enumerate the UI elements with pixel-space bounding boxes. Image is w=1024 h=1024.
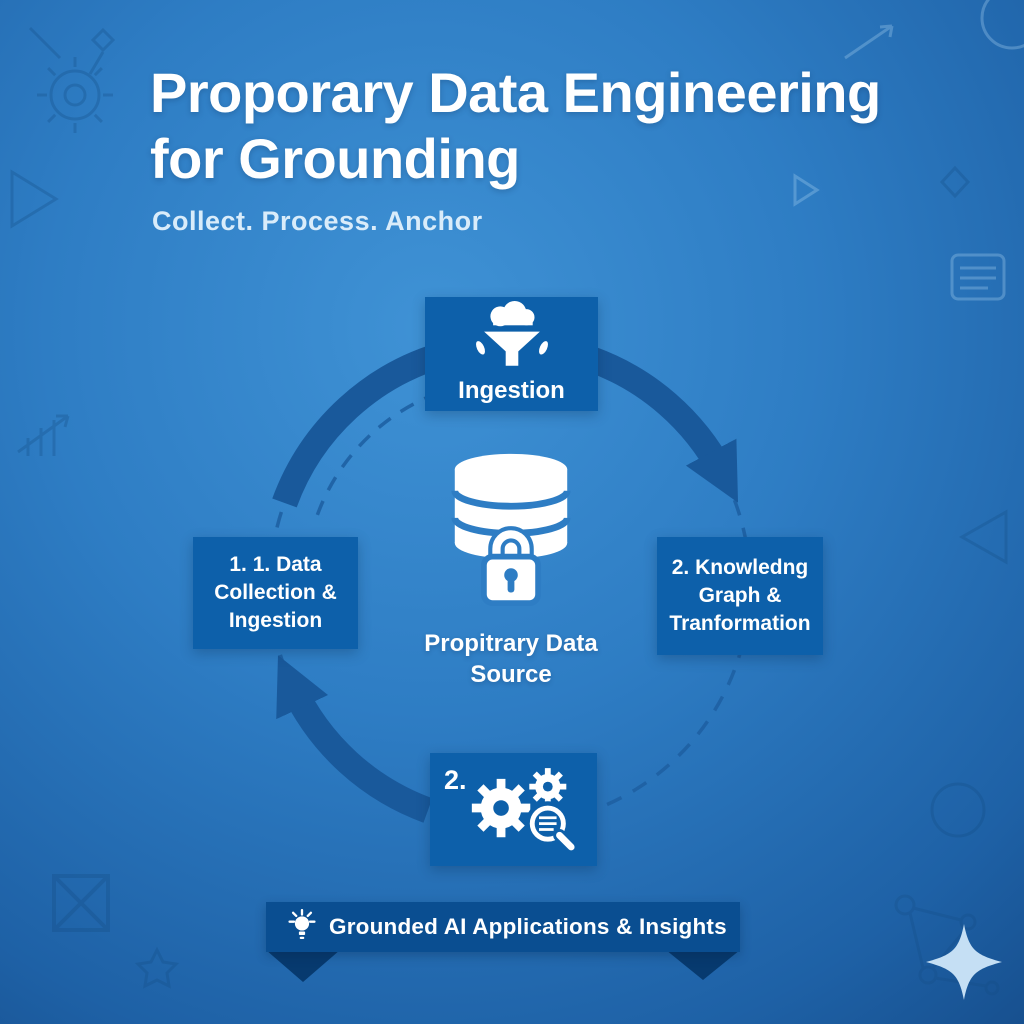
page-title: Proporary Data Engineering for Grounding (150, 60, 950, 192)
cycle-arc-top-left (272, 340, 452, 508)
cycle-arc-bottom-left-arrow (276, 655, 433, 823)
cycle-arc-top-right-arrow (587, 347, 739, 503)
node-ingestion-label: Ingestion (458, 377, 565, 405)
data-source-label: Propitrary Data Source (424, 630, 598, 689)
banner-fold-left (266, 950, 340, 982)
play-triangle-icon (10, 169, 59, 229)
node-processing: 2. (430, 753, 597, 866)
light-decor-group (793, 0, 1024, 301)
gear-icon (37, 57, 113, 133)
corner-circle-icon (980, 0, 1024, 50)
diamond-icon (939, 165, 971, 199)
node-processing-number: 2. (444, 765, 467, 795)
circle-outline-icon (930, 782, 986, 838)
banner-fold-right (666, 950, 740, 980)
network-graph-icon (894, 894, 1000, 996)
triangle-outline-icon (958, 509, 1008, 565)
node-knowledge-graph-label: 2. Knowledng Graph & Tranformation (669, 556, 811, 635)
list-rows-icon (950, 253, 1006, 301)
page-title-line1: Proporary Data Engineering (150, 61, 881, 124)
triangle-outline-icon (793, 173, 820, 207)
node-data-collection-label: 1. 1. Data Collection & Ingestion (214, 553, 337, 632)
sparkle-icon (926, 924, 1002, 1000)
cloud-funnel-ingestion-icon (475, 301, 548, 366)
connector-line (28, 26, 105, 75)
node-data-collection: 1. 1. Data Collection & Ingestion (193, 537, 358, 649)
banner: Grounded AI Applications & Insights (266, 902, 740, 952)
page-subtitle: Collect. Process. Anchor (152, 206, 483, 236)
node-ingestion: Ingestion (425, 297, 598, 411)
star-icon (134, 946, 180, 989)
gears-magnifier-icon (471, 767, 578, 853)
lightbulb-icon (288, 909, 316, 939)
dark-decor-group (10, 26, 1008, 996)
diagonal-arrow-icon (844, 24, 894, 60)
square-x-icon (52, 874, 110, 932)
dashed-inner-arc (315, 381, 475, 516)
database-lock-icon (451, 453, 571, 607)
node-knowledge-graph: 2. Knowledng Graph & Tranformation (657, 537, 823, 655)
diamond-icon (90, 27, 116, 53)
banner-label: Grounded AI Applications & Insights (329, 914, 727, 939)
page-title-line2: for Grounding (150, 127, 520, 191)
bar-chart-arrow-icon (17, 414, 70, 456)
